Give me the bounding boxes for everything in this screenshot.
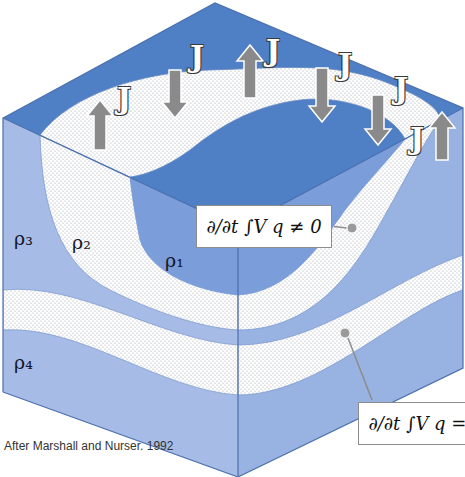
flux-arrow bbox=[365, 95, 391, 145]
illustration-part bbox=[3, 118, 238, 477]
caption: After Marshall and Nurser. 1992 bbox=[4, 440, 173, 453]
flux-arrow bbox=[429, 112, 455, 160]
density-label: ρ₃ bbox=[14, 228, 33, 249]
left-face bbox=[3, 118, 238, 477]
leader-line bbox=[348, 338, 372, 400]
flux-arrow bbox=[237, 45, 263, 98]
formula-text: ∂/∂t ∫V q ≠ 0 bbox=[206, 216, 321, 237]
flux-label: J bbox=[117, 82, 131, 115]
flux-label: J bbox=[394, 72, 408, 105]
density-label: ρ₁ bbox=[165, 250, 184, 271]
flux-label: J bbox=[338, 48, 352, 81]
callout-dot bbox=[347, 223, 357, 233]
flux-arrow bbox=[309, 68, 335, 122]
callout-box: ∂/∂t ∫V q = 0 bbox=[358, 402, 465, 445]
callout-box: ∂/∂t ∫V q ≠ 0 bbox=[196, 205, 332, 248]
callout-dot bbox=[340, 328, 350, 338]
formula-text: ∂/∂t ∫V q = 0 bbox=[368, 413, 465, 434]
flux-label: J bbox=[410, 122, 424, 155]
flux-label: J bbox=[266, 34, 280, 67]
density-label: ρ₂ bbox=[72, 232, 91, 253]
leader-line bbox=[334, 227, 347, 229]
flux-label: J bbox=[190, 40, 204, 73]
density-label: ρ₄ bbox=[14, 352, 33, 373]
flux-arrow bbox=[162, 70, 188, 118]
cube-edge bbox=[237, 228, 238, 477]
flux-arrow bbox=[87, 100, 113, 150]
